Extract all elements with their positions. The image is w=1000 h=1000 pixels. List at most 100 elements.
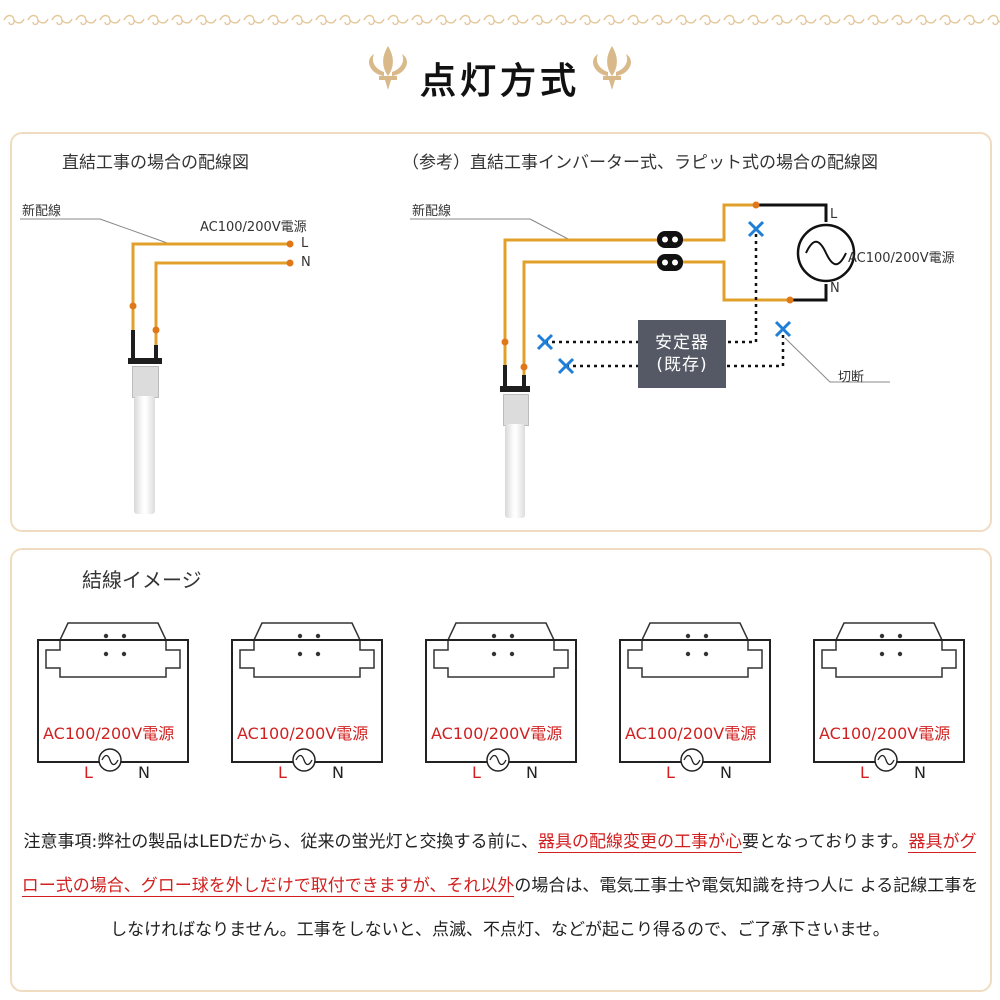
ac-wave [489, 754, 507, 766]
wire-joint [501, 338, 509, 346]
scroll-ornament [387, 14, 409, 26]
connection-diagram [619, 622, 771, 772]
scroll-ornament [723, 14, 745, 26]
cut-line [726, 328, 785, 368]
scroll-ornament [411, 14, 433, 26]
wiring-diagram-panel [10, 132, 992, 532]
scroll-ornament [747, 14, 769, 26]
scroll-ornament [531, 14, 553, 26]
scroll-ornament [987, 14, 1000, 26]
wire-n [522, 260, 790, 388]
power-source-label: AC100/200V電源 [43, 724, 175, 743]
cross-mark-icon [774, 320, 792, 338]
led-lamp [505, 424, 525, 518]
scroll-ornament [123, 14, 145, 26]
scroll-ornament [3, 14, 25, 26]
socket-pin [491, 651, 497, 657]
socket-pin [703, 633, 709, 639]
cross-mark-icon [747, 220, 765, 238]
scroll-ornament [555, 14, 577, 26]
scroll-ornament [867, 14, 889, 26]
page-title: 点灯方式 [419, 61, 580, 102]
power-source-label: AC100/200V電源 [237, 724, 369, 743]
scroll-ornament [675, 14, 697, 26]
ballast-existing-label: (既存) [656, 355, 708, 375]
title-ornaments [369, 46, 631, 90]
lamp-socket-outline [45, 622, 181, 678]
scroll-ornament [579, 14, 601, 26]
scroll-ornament [243, 14, 265, 26]
socket-pin [879, 633, 885, 639]
terminal-block-icon [657, 254, 683, 271]
wire-joint [129, 302, 137, 310]
socket-pin [103, 633, 109, 639]
notice-part-1: 注意事項:弊社の製品はLEDだから、従来の蛍光灯と交換する前に、 [23, 832, 539, 852]
power-source-label: AC100/200V電源 [819, 724, 951, 743]
ac-wave [101, 754, 119, 766]
fleur-de-lis-icon [593, 46, 631, 90]
scroll-ornament [219, 14, 241, 26]
scroll-ornament [291, 14, 313, 26]
l-terminal-label: L [860, 763, 869, 782]
new-wiring-leader-line [99, 218, 171, 245]
socket-pin [121, 651, 127, 657]
scroll-ornament [651, 14, 673, 26]
socket-pin [509, 651, 515, 657]
n-terminal-label: N [914, 763, 926, 782]
scroll-ornament [171, 14, 193, 26]
scroll-ornament [483, 14, 505, 26]
notice-part-3: の場合は、電気工事士や電気知識を持つ人に よる記線工事をしなければなりません。工… [110, 876, 979, 940]
l-terminal-label: L [84, 763, 93, 782]
direct-wiring-heading: 直結工事の場合の配線図 [62, 153, 249, 173]
wire-l [131, 242, 290, 362]
scroll-ornament [699, 14, 721, 26]
scroll-ornament [771, 14, 793, 26]
scroll-ornament [99, 14, 121, 26]
notice-text: 注意事項:弊社の製品はLEDだから、従来の蛍光灯と交換する前に、器具の配線変更の… [16, 820, 984, 952]
terminal-block-icon [657, 231, 683, 248]
socket-pin [297, 651, 303, 657]
ballast-box: 安定器 (既存) [638, 320, 726, 388]
ballast-label: 安定器 [655, 333, 709, 353]
socket-pin [685, 651, 691, 657]
scroll-ornament [51, 14, 73, 26]
notice-emphasis-1: 器具の配線変更の工事が心 [538, 832, 743, 853]
wire-joint [520, 363, 528, 371]
scroll-ornament [507, 14, 529, 26]
connection-heading: 結線イメージ [82, 568, 202, 592]
lamp-cap [503, 394, 529, 426]
scroll-ornament [843, 14, 865, 26]
socket-pin [297, 633, 303, 639]
wire-joint [152, 326, 160, 334]
socket-pin [491, 633, 497, 639]
direct-wiring-diagram [20, 218, 294, 362]
scroll-ornament [963, 14, 985, 26]
n-terminal-label: N [332, 763, 344, 782]
title-bar: 点灯方式 [0, 42, 1000, 112]
n-terminal-label: N [830, 281, 840, 296]
scroll-ornament [603, 14, 625, 26]
lamp-socket-outline [627, 622, 763, 678]
socket-pin [897, 633, 903, 639]
scroll-ornament [939, 14, 961, 26]
l-terminal-label: L [301, 236, 309, 251]
scroll-ornament [195, 14, 217, 26]
wire-joint [786, 296, 794, 304]
lamp-socket-outline [239, 622, 375, 678]
socket-pin [509, 633, 515, 639]
scroll-ornament [915, 14, 937, 26]
cross-mark-icon [557, 357, 575, 375]
lamp-cap [132, 366, 159, 398]
socket-pin [897, 651, 903, 657]
ac-wave [683, 754, 701, 766]
scroll-ornament [891, 14, 913, 26]
fleur-de-lis-icon [369, 46, 407, 90]
terminal-l [286, 240, 294, 248]
scroll-ornament [75, 14, 97, 26]
scroll-ornament [459, 14, 481, 26]
new-wiring-label: 新配線 [412, 204, 452, 219]
lamp-base-bar [500, 386, 530, 392]
scroll-ornament [795, 14, 817, 26]
cross-mark-icon [536, 333, 554, 351]
